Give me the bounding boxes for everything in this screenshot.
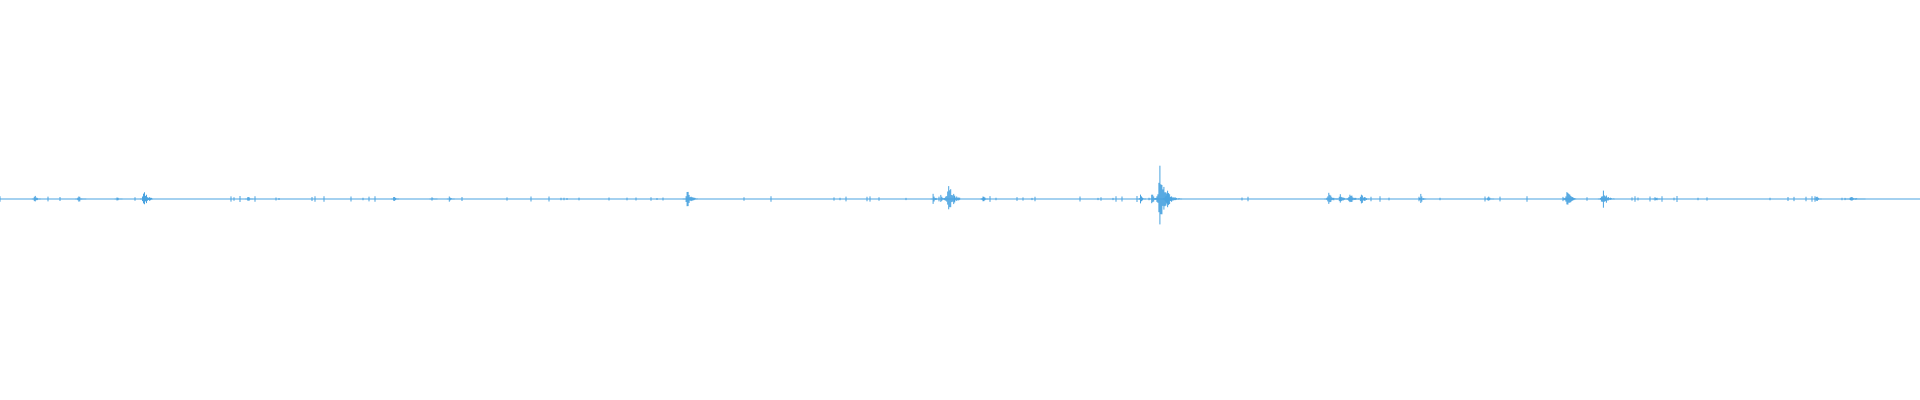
waveform-burst <box>1844 197 1866 201</box>
waveform-burst <box>429 197 438 201</box>
waveform-burst <box>1418 193 1427 203</box>
waveform-burst <box>1597 190 1615 208</box>
waveform-burst <box>114 197 123 201</box>
waveform-burst <box>682 191 698 207</box>
waveform-burst <box>1324 192 1339 204</box>
waveform-burst <box>1813 196 1822 201</box>
waveform-burst <box>1161 190 1183 208</box>
waveform-burst <box>75 196 87 202</box>
waveform-burst <box>1357 194 1369 204</box>
waveform-burst <box>1562 192 1577 205</box>
waveform-burst <box>980 196 989 202</box>
waveform-burst <box>31 195 41 202</box>
waveform-burst <box>391 197 400 201</box>
waveform-samples <box>0 165 1918 225</box>
waveform-burst <box>1138 194 1146 204</box>
waveform-burst <box>245 197 254 201</box>
waveform-burst <box>140 192 153 205</box>
waveform-burst <box>930 193 939 204</box>
waveform-burst <box>1345 194 1360 203</box>
waveform-burst <box>1652 197 1661 201</box>
waveform-burst <box>1485 196 1495 201</box>
waveform-burst <box>446 196 455 202</box>
waveform-burst <box>943 186 961 210</box>
